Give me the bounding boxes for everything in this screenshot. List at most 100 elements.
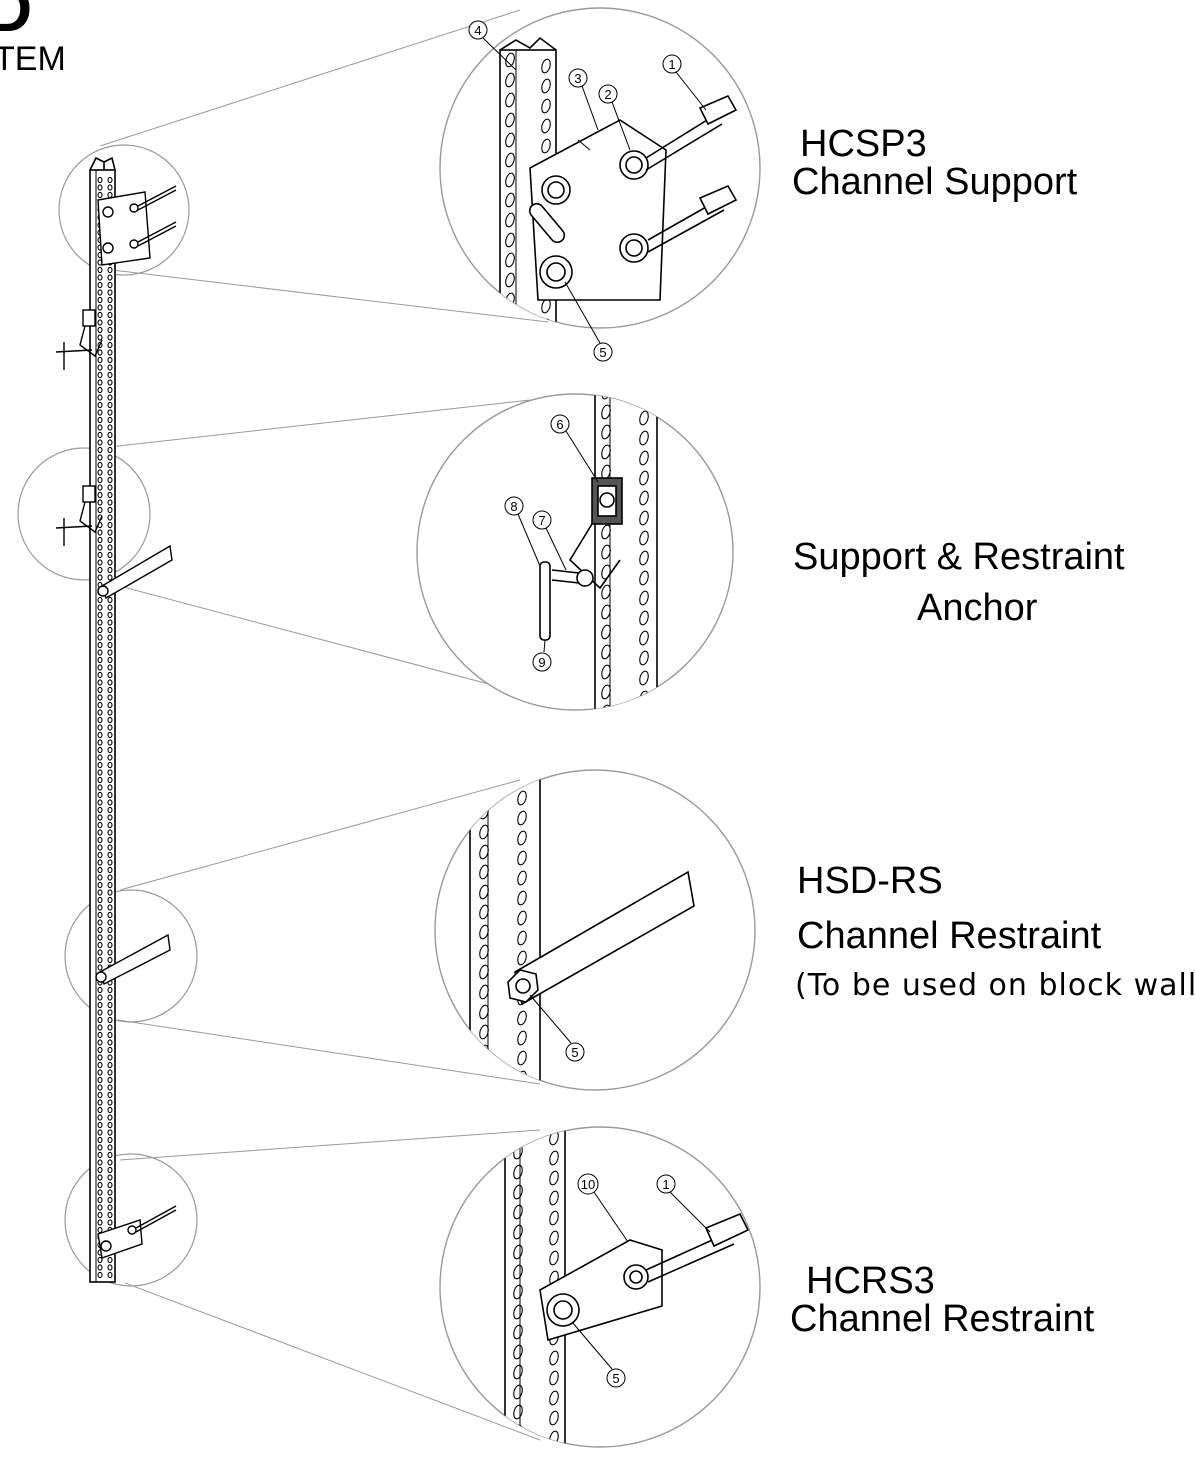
channel-hole — [601, 704, 611, 710]
channel-hole — [107, 769, 113, 776]
channel-hole — [107, 274, 113, 281]
channel-hole — [97, 334, 103, 341]
detail-support-restraint: 6 8 7 9 — [416, 393, 734, 711]
channel-hole — [107, 649, 113, 656]
channel-hole — [97, 439, 103, 446]
channel-hole — [107, 866, 113, 874]
channel-hole — [107, 416, 113, 424]
channel-hole — [107, 1001, 113, 1009]
channel-hole — [97, 926, 103, 934]
channel-hole — [107, 424, 113, 431]
channel-hole — [97, 1084, 103, 1091]
channel-hole — [639, 650, 649, 666]
channel-hole — [513, 1264, 523, 1280]
channel-hole — [517, 890, 527, 906]
channel-hole — [107, 821, 113, 829]
channel-hole — [107, 1106, 113, 1114]
callout-5: 5 — [599, 345, 606, 360]
channel-hole — [97, 1151, 103, 1159]
channel-hole — [107, 1159, 113, 1166]
channel-hole — [601, 444, 611, 460]
channel-hole — [97, 1196, 103, 1204]
channel-hole — [107, 1039, 113, 1046]
detail-hcrs3: 10 1 5 — [439, 1126, 761, 1448]
channel-hole — [541, 78, 551, 94]
channel-hole — [107, 1114, 113, 1121]
channel-hole — [639, 530, 649, 546]
channel-hole — [97, 1159, 103, 1166]
channel-hole — [479, 924, 489, 940]
channel-hole — [549, 1170, 559, 1186]
sra-title: Support & Restraint — [793, 536, 1125, 578]
channel-hole — [107, 784, 113, 791]
channel-hole — [549, 1410, 559, 1426]
callouts-detail1 — [468, 20, 707, 362]
channel-hole — [107, 1181, 113, 1189]
channel-hole — [107, 596, 113, 604]
channel-hole — [107, 551, 113, 559]
channel-hole — [97, 994, 103, 1001]
channel-hole — [107, 919, 113, 926]
channel-hole — [97, 1076, 103, 1084]
channel-hole — [107, 619, 113, 626]
callout-1-detail4: 1 — [662, 1177, 669, 1192]
channel-hole — [107, 499, 113, 506]
channel-hole — [97, 341, 103, 349]
overview-strap-lower — [95, 933, 171, 985]
overview-clip-upper — [55, 309, 103, 370]
channel-hole — [513, 1244, 523, 1260]
channel-hole — [97, 679, 103, 686]
channel-hole — [549, 1210, 559, 1226]
channel-hole — [541, 98, 551, 114]
channel-hole — [97, 874, 103, 881]
channel-hole — [107, 776, 113, 784]
channel-hole — [97, 656, 103, 664]
channel-hole — [505, 172, 515, 188]
channel-hole — [107, 949, 113, 956]
channel-hole — [107, 1076, 113, 1084]
channel-hole — [97, 356, 103, 364]
channel-hole — [513, 1164, 523, 1180]
channel-hole — [107, 289, 113, 296]
channel-hole — [549, 1150, 559, 1166]
channel-hole — [479, 1024, 489, 1040]
channel-hole — [107, 1271, 113, 1279]
channel-hole — [97, 776, 103, 784]
channel-hole — [107, 716, 113, 724]
channel-hole — [97, 941, 103, 949]
channel-hole — [97, 1009, 103, 1016]
channel-hole — [107, 1211, 113, 1219]
sra-subtitle: Anchor — [917, 587, 1038, 629]
channel-hole — [97, 724, 103, 731]
channel-hole — [517, 850, 527, 866]
channel-hole — [517, 930, 527, 946]
channel-hole — [107, 641, 113, 649]
channel-hole — [107, 461, 113, 469]
channel-hole — [517, 950, 527, 966]
channel-hole — [97, 851, 103, 859]
channel-hole — [107, 536, 113, 544]
channel-hole — [97, 326, 103, 334]
callout-9: 9 — [538, 655, 545, 670]
channel-hole — [97, 1121, 103, 1129]
channel-hole — [97, 911, 103, 919]
channel-hole — [97, 694, 103, 701]
channel-hole — [107, 296, 113, 304]
hsdrs-note: (To be used on block wall) — [795, 968, 1195, 1003]
channel-holes — [97, 176, 113, 1279]
channel-hole — [505, 192, 515, 208]
channel-hole — [97, 619, 103, 626]
channel-hole — [107, 679, 113, 686]
channel-hole — [107, 454, 113, 461]
channel-hole — [107, 626, 113, 634]
channel-hole — [107, 656, 113, 664]
channel-hole — [107, 1196, 113, 1204]
channel-hole — [505, 212, 515, 228]
channel-hole — [97, 859, 103, 866]
channel-hole — [97, 484, 103, 491]
channel-hole — [107, 1031, 113, 1039]
channel-hole — [97, 274, 103, 281]
channel-hole — [107, 724, 113, 731]
channel-hole — [479, 1064, 489, 1080]
